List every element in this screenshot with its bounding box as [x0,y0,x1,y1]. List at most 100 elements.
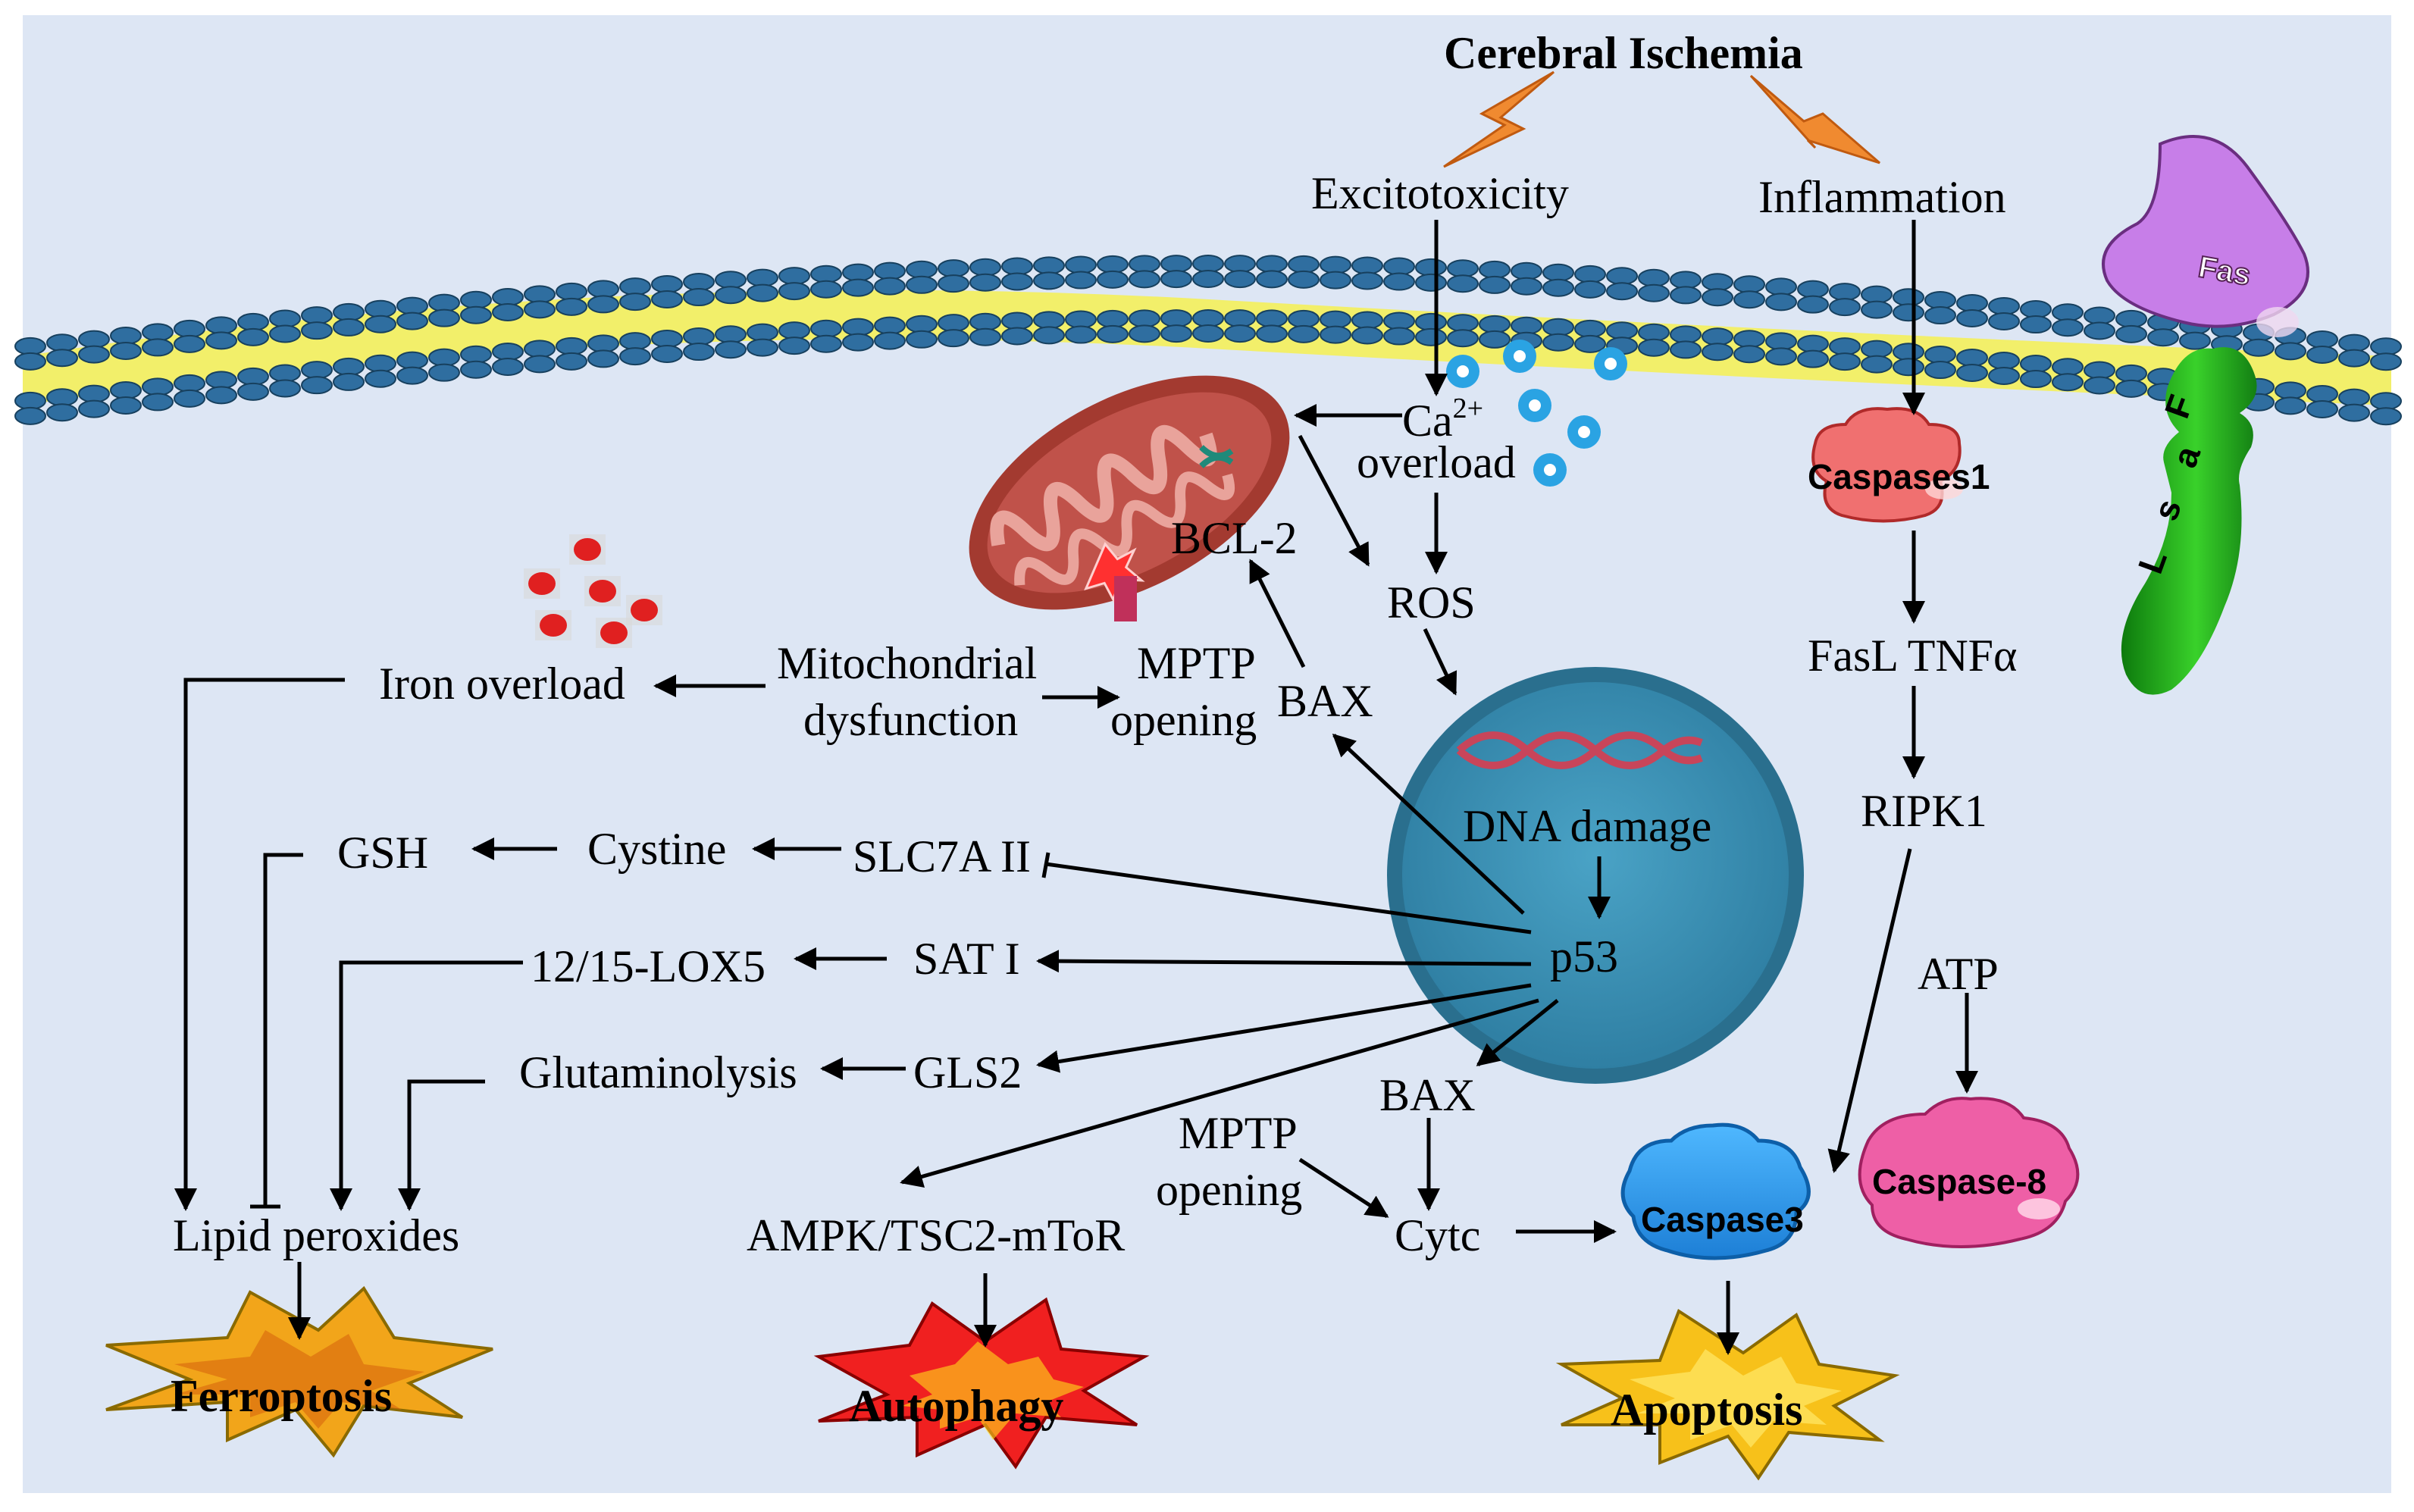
calcium-ion-core [1605,358,1617,370]
lipid-head [142,338,174,357]
lipid-head [333,372,365,391]
lipid-head [2115,324,2147,343]
lipid-head [1861,355,1893,374]
calcium-label: Ca2+ [1402,393,1483,446]
caspase1-protein: Caspases1 [1808,407,1990,523]
lipid-head [2020,355,2052,374]
mptp-upper-label: MPTP [1137,638,1256,688]
lipid-peroxides-label: Lipid peroxides [173,1210,459,1260]
bax-upper-label: BAX [1277,676,1373,726]
lipid-head [874,331,906,350]
lipid-head [938,259,969,278]
lipid-head [906,330,938,349]
lipid-head [78,384,110,403]
lipid-head [1129,309,1160,328]
lipid-head [1129,270,1160,289]
lipid-head [969,312,1001,331]
nucleus [1387,667,1804,1084]
lipid-head [1765,293,1797,311]
lipid-head [778,321,810,340]
lipid-head [556,337,587,355]
lipid-head [428,363,460,382]
lipid-head [969,327,1001,346]
iron-particle-icon [631,599,658,621]
lipid-head [1001,311,1033,330]
lipid-head [1351,271,1383,290]
lipid-head [1415,273,1447,292]
lipid-head [1574,334,1606,353]
lipid-head [205,371,237,390]
lipid-head [1288,324,1320,343]
lipid-head [1861,285,1893,304]
lipid-head [1956,363,1988,382]
lipid-head [1765,332,1797,351]
lipid-head [1797,334,1829,353]
lipid-head [1574,280,1606,299]
lipid-head [1383,327,1415,346]
lipid-head [1479,330,1511,349]
calcium-charge: 2+ [1453,393,1483,424]
iron-overload-label: Iron overload [379,659,625,709]
lipid-head [2306,399,2338,418]
lipid-head [2275,381,2306,400]
ferroptosis-burst-inner [174,1330,424,1429]
lipid-head [619,277,651,296]
lipid-head [1447,329,1479,348]
ferroptosis-label: Ferroptosis [171,1371,392,1421]
lipid-head [2084,376,2115,395]
lox-label: 12/15-LOX5 [531,941,766,991]
lightning-bolt-right-icon [1749,74,1880,164]
lipid-head [396,366,428,385]
lipid-head [938,329,969,348]
lipid-head [587,334,619,353]
lipid-head [78,330,110,349]
lipid-head [524,355,556,374]
lipid-head [1956,293,1988,312]
lipid-head [1129,324,1160,343]
lipid-head [110,342,142,361]
lipid-head [1861,340,1893,358]
lipid-head [237,382,269,401]
lipid-head [1320,271,1351,290]
lipid-head [810,319,842,338]
lipid-head [1924,361,1956,380]
lipid-head [1415,258,1447,277]
lipid-head [1829,352,1861,371]
lipid-head [651,275,683,294]
lipid-head [938,274,969,293]
lipid-head [301,376,333,395]
lipid-head [1192,324,1224,343]
lipid-head [556,352,587,371]
lipid-head [906,260,938,279]
lipid-head [1893,303,1924,322]
lipid-head [1829,283,1861,302]
lipid-head [269,379,301,398]
lipid-head [715,286,747,305]
lipid-head [492,343,524,362]
calcium-ion-core [1578,426,1590,438]
lipid-head [14,391,46,410]
lipid-head [1797,280,1829,299]
lipid-head [938,314,969,333]
lipid-head [747,283,778,302]
lipid-head [1924,346,1956,365]
sat-label: SAT I [913,934,1020,984]
lipid-head [1097,270,1129,289]
calcium-ion-core [1457,365,1469,377]
lipid-head [747,268,778,287]
lipid-head [46,388,78,407]
lipid-head [237,312,269,331]
lipid-head [1956,348,1988,367]
lipid-head [2020,370,2052,389]
lipid-head [906,315,938,333]
p53-label: p53 [1550,931,1618,981]
lipid-head [1988,366,2020,385]
lipid-head [2084,321,2115,340]
lipid-head [1447,259,1479,278]
lipid-head [1542,263,1574,282]
lipid-head [524,340,556,358]
gls2-label: GLS2 [913,1047,1022,1097]
lipid-head [778,267,810,286]
ripk1-label: RIPK1 [1861,786,1987,836]
gsh-label: GSH [337,828,428,878]
